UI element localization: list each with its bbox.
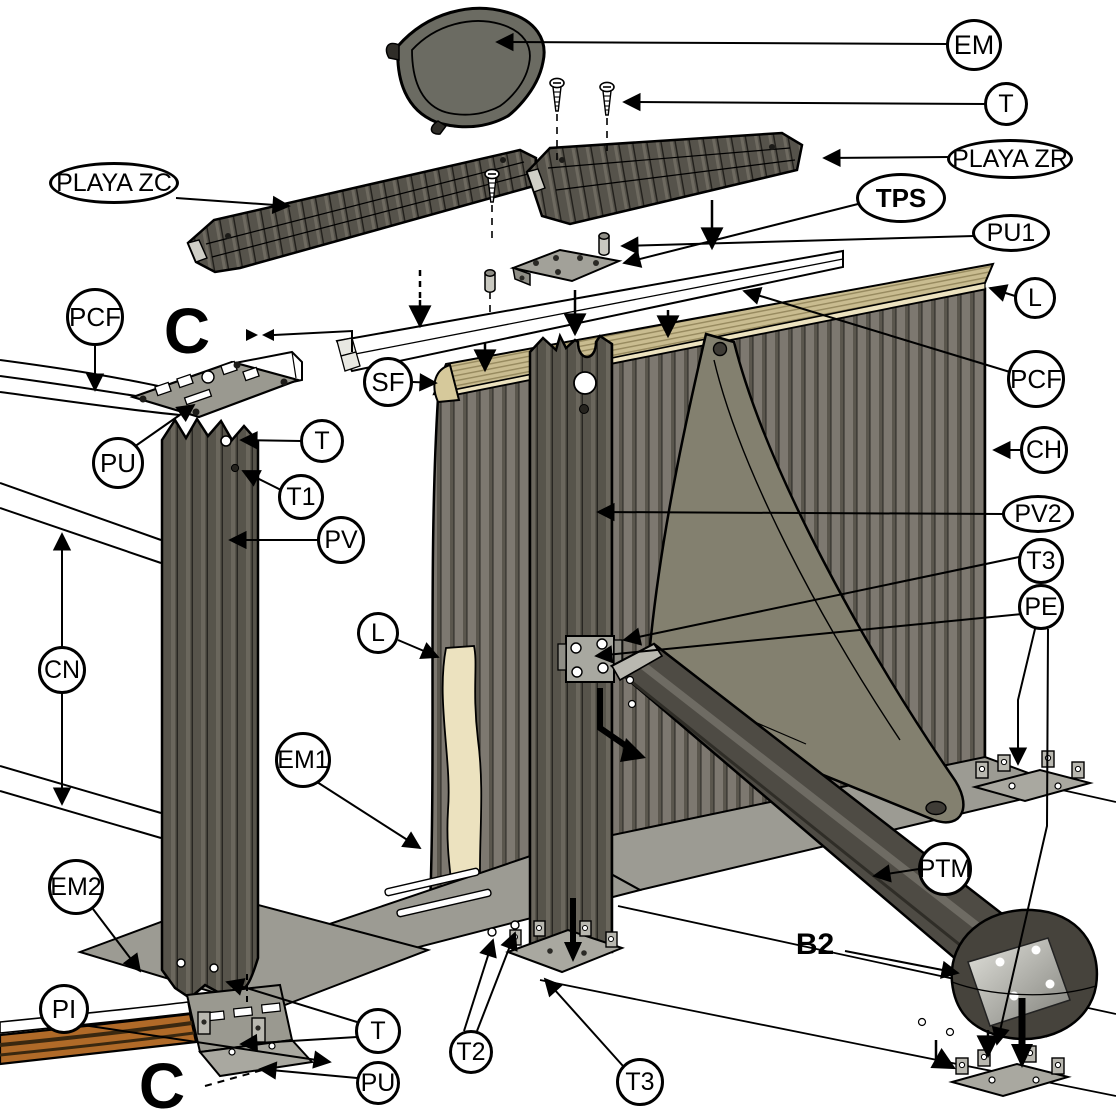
- em1-slot: [396, 888, 492, 918]
- assembly-arrows: [408, 200, 1000, 1070]
- wall-bracket-plate: [557, 635, 623, 683]
- tps-plate: [509, 248, 623, 287]
- post-pv: [160, 416, 260, 1000]
- bold-arrows: [564, 688, 1033, 1068]
- b2-shoe: [950, 908, 1099, 1041]
- base-bracket-pe-lower: [948, 1045, 1072, 1098]
- section-dash-bottom: [204, 1068, 267, 1087]
- em1-slot: [384, 867, 480, 897]
- pi-track: [0, 1001, 198, 1066]
- em-cap: [385, 6, 546, 135]
- bottom-rails-cn: [0, 482, 162, 839]
- top-rail-playa-zc: [186, 148, 538, 274]
- coping-left-cap: [433, 363, 461, 404]
- white-box-beam: [335, 249, 844, 373]
- top-rail-playa-zr: [525, 131, 804, 226]
- screw-drop-lines: [489, 114, 608, 318]
- pu-plate-top: [129, 360, 302, 419]
- leader-lines: [52, 32, 1049, 1080]
- section-pointer-top: [246, 329, 353, 352]
